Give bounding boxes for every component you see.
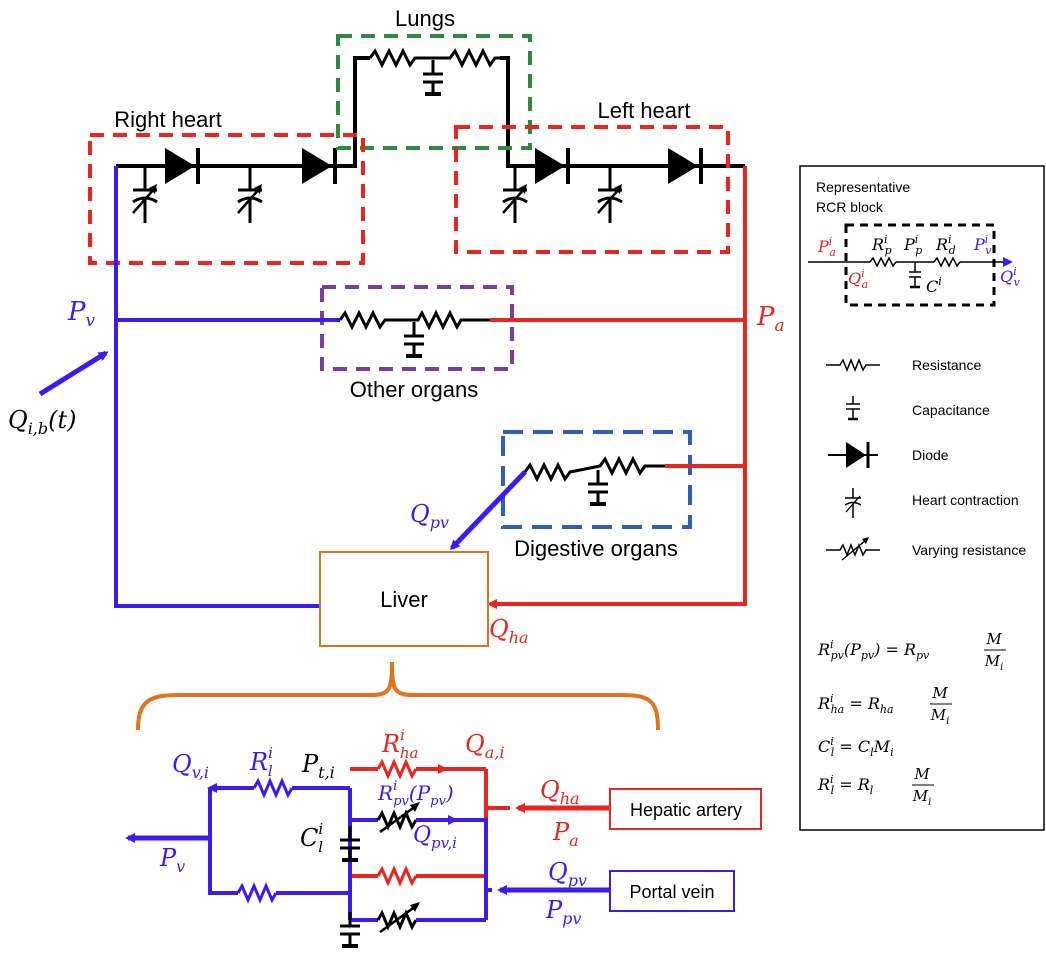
symbol-qha: Qha <box>489 615 529 647</box>
varying-resistor-icon <box>826 537 880 561</box>
symbol-pti: Pt,i <box>301 750 335 782</box>
portal-vein-box <box>609 870 735 912</box>
symbol-qpv-in: Qpv <box>548 858 587 890</box>
right-heart-label: Right heart <box>114 107 222 132</box>
legend-label: Diode <box>912 447 949 463</box>
diode-icon <box>828 442 878 468</box>
digestive-organs-label: Digestive organs <box>514 536 678 561</box>
other-organs-label: Other organs <box>350 377 478 402</box>
legend-label: Heart contraction <box>912 492 1019 508</box>
heart-contraction-icon <box>844 488 862 518</box>
digestive-organs-box <box>501 430 692 529</box>
symbol-qpvi: Qpv,i <box>413 823 457 852</box>
svg-text:M: M <box>931 684 948 702</box>
legend-label: Capacitance <box>912 402 990 418</box>
svg-text:M: M <box>913 765 930 783</box>
svg-text:Mi: Mi <box>984 652 1004 673</box>
right-heart-box <box>88 133 365 265</box>
legend-title-line2: RCR block <box>816 199 884 215</box>
heart-contraction-icon <box>131 166 159 225</box>
diode-icon <box>666 146 703 186</box>
legend-item-resistance: Resistance <box>826 357 981 373</box>
symbol-qai: Qa,i <box>465 730 504 762</box>
legend-item-capacitance: Capacitance <box>846 396 990 421</box>
liver-brace <box>136 661 660 731</box>
portal-vein-label: Portal vein <box>629 882 714 902</box>
liver-box <box>319 551 489 647</box>
svg-text:Ril = Rl: Ril = Rl <box>817 773 874 797</box>
heart-contraction-icon <box>236 166 264 225</box>
other-organs-box <box>320 285 514 371</box>
resistor-icon <box>826 357 880 373</box>
legend-panel <box>799 165 1045 831</box>
symbol-pv-out: Pv <box>159 844 185 876</box>
lungs-box <box>336 34 532 150</box>
svg-text:M: M <box>985 630 1002 648</box>
symbol-ppv-in: Ppv <box>545 896 581 928</box>
left-heart-box <box>454 125 730 254</box>
svg-text:Mi: Mi <box>912 787 932 808</box>
rcr-c: Ci <box>926 275 942 296</box>
arterial-wire <box>487 166 747 609</box>
legend-title-line1: Representative <box>816 179 910 195</box>
diode-icon <box>163 146 200 186</box>
svg-text:Mi: Mi <box>930 706 950 727</box>
heart-contraction-icon <box>596 166 624 225</box>
symbol-qvi: Qv,i <box>172 750 209 782</box>
svg-text:Cil = ClMi: Cil = ClMi <box>818 735 894 759</box>
legend-item-heart-contraction: Heart contraction <box>844 488 1019 518</box>
liver-label: Liver <box>380 587 428 612</box>
hepatic-artery-box <box>609 788 762 830</box>
rcr-block-box <box>844 223 996 307</box>
other-organs-rc <box>338 309 490 358</box>
symbol-qha-in: Qha <box>540 776 580 808</box>
symbol-pa: Pa <box>756 302 785 336</box>
lungs-rc <box>368 47 500 96</box>
symbol-pv: Pv <box>67 297 96 331</box>
digestive-organs-rc <box>523 455 665 506</box>
symbol-qib: Qi,b(t) <box>8 406 77 438</box>
diode-icon <box>533 146 570 186</box>
lungs-label: Lungs <box>395 6 455 31</box>
legend-item-varying-resistance: Varying resistance <box>826 537 1026 561</box>
venous-wire <box>38 166 527 608</box>
left-heart-label: Left heart <box>598 98 691 123</box>
legend-label: Varying resistance <box>912 542 1026 558</box>
legend-label: Resistance <box>912 357 981 373</box>
rcr-block-circuit <box>808 256 1013 289</box>
heart-contraction-icon <box>501 166 529 225</box>
liver-detail-circuit <box>125 758 610 948</box>
diode-icon <box>300 146 337 186</box>
symbol-pa-in: Pa <box>552 818 579 850</box>
legend-item-diode: Diode <box>828 442 949 468</box>
capacitor-icon <box>846 396 860 421</box>
symbol-qpv: Qpv <box>410 500 449 532</box>
hepatic-artery-label: Hepatic artery <box>630 800 742 820</box>
heart-wire <box>116 56 745 168</box>
